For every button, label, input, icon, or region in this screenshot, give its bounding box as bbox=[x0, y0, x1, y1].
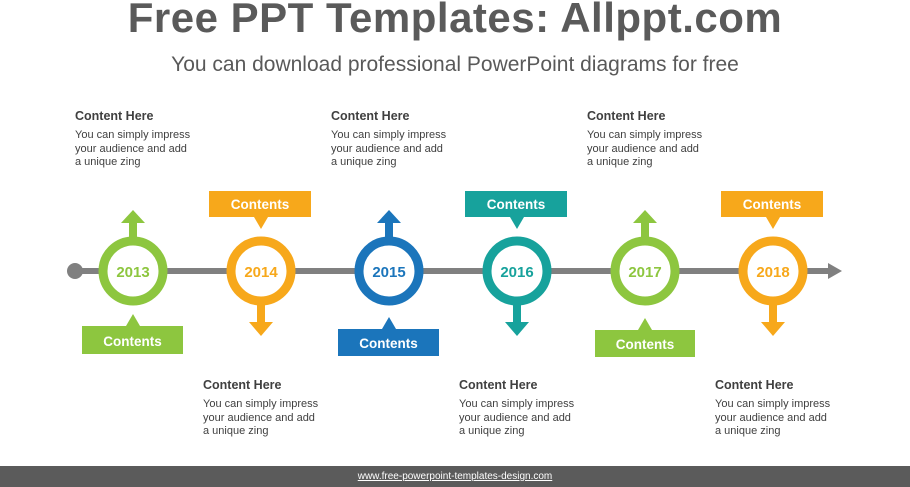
content-block-2013: Content Here You can simply impress your… bbox=[75, 109, 215, 170]
timeline-start-dot bbox=[67, 263, 83, 279]
year-label: 2016 bbox=[500, 264, 533, 281]
connector-stem bbox=[129, 222, 137, 240]
content-heading: Content Here bbox=[587, 109, 666, 123]
page-title: Free PPT Templates: Allppt.com bbox=[127, 0, 783, 41]
year-label: 2018 bbox=[756, 264, 789, 281]
callout-label: Contents bbox=[743, 197, 802, 212]
content-body: You can simply impress your audience and… bbox=[459, 398, 575, 437]
year-label: 2015 bbox=[372, 264, 405, 281]
connector-stem bbox=[769, 302, 777, 324]
content-block-2014: Content Here You can simply impress your… bbox=[203, 378, 343, 439]
year-ring bbox=[226, 236, 296, 306]
arrow-up-icon bbox=[377, 210, 401, 223]
callout-label: Contents bbox=[616, 337, 675, 352]
callout-box bbox=[338, 329, 439, 356]
callout-box bbox=[209, 191, 311, 217]
callout-pointer bbox=[766, 217, 780, 229]
content-heading: Content Here bbox=[715, 378, 794, 392]
callout-pointer bbox=[510, 217, 524, 229]
callout-pointer bbox=[638, 318, 652, 330]
year-label: 2017 bbox=[628, 264, 661, 281]
content-body: You can simply impress your audience and… bbox=[331, 129, 447, 168]
milestone-2018: Contents 2018 bbox=[721, 191, 823, 336]
milestone-2015: 2015 Contents bbox=[338, 210, 439, 356]
content-body: You can simply impress your audience and… bbox=[75, 129, 191, 168]
milestone-2016: Contents 2016 bbox=[465, 191, 567, 336]
callout-box bbox=[465, 191, 567, 217]
callout-box bbox=[721, 191, 823, 217]
callout-pointer bbox=[254, 217, 268, 229]
year-ring bbox=[98, 236, 168, 306]
timeline-end-arrow bbox=[828, 263, 842, 279]
page-subtitle: You can download professional PowerPoint… bbox=[171, 53, 739, 76]
callout-pointer bbox=[382, 317, 396, 329]
content-heading: Content Here bbox=[331, 109, 410, 123]
content-heading: Content Here bbox=[459, 378, 538, 392]
callout-label: Contents bbox=[103, 334, 162, 349]
year-ring bbox=[610, 236, 680, 306]
content-block-2016: Content Here You can simply impress your… bbox=[459, 378, 599, 439]
connector-stem bbox=[257, 302, 265, 324]
milestone-2014: Contents 2014 bbox=[209, 191, 311, 336]
arrow-up-icon bbox=[633, 210, 657, 223]
content-block-2017: Content Here You can simply impress your… bbox=[587, 109, 727, 170]
arrow-down-icon bbox=[761, 322, 785, 336]
footer-bar: www.free-powerpoint-templates-design.com bbox=[0, 466, 910, 487]
connector-stem bbox=[513, 302, 521, 324]
year-label: 2014 bbox=[244, 264, 278, 281]
year-ring bbox=[482, 236, 552, 306]
arrow-down-icon bbox=[505, 322, 529, 336]
content-block-2015: Content Here You can simply impress your… bbox=[331, 109, 471, 170]
content-body: You can simply impress your audience and… bbox=[587, 129, 703, 168]
callout-box bbox=[82, 326, 183, 354]
callout-label: Contents bbox=[231, 197, 290, 212]
callout-pointer bbox=[126, 314, 140, 326]
content-heading: Content Here bbox=[203, 378, 282, 392]
connector-stem bbox=[385, 222, 393, 240]
content-heading: Content Here bbox=[75, 109, 154, 123]
arrow-up-icon bbox=[121, 210, 145, 223]
year-ring bbox=[738, 236, 808, 306]
callout-label: Contents bbox=[487, 197, 546, 212]
content-block-2018: Content Here You can simply impress your… bbox=[715, 378, 855, 439]
footer-link[interactable]: www.free-powerpoint-templates-design.com bbox=[357, 471, 553, 482]
connector-stem bbox=[641, 222, 649, 240]
content-body: You can simply impress your audience and… bbox=[715, 398, 831, 437]
content-body: You can simply impress your audience and… bbox=[203, 398, 319, 437]
milestone-2017: 2017 Contents bbox=[595, 210, 695, 357]
milestone-2013: 2013 Contents bbox=[82, 210, 183, 354]
arrow-down-icon bbox=[249, 322, 273, 336]
callout-label: Contents bbox=[359, 336, 418, 351]
year-label: 2013 bbox=[116, 264, 149, 281]
year-ring bbox=[354, 236, 424, 306]
callout-box bbox=[595, 330, 695, 357]
